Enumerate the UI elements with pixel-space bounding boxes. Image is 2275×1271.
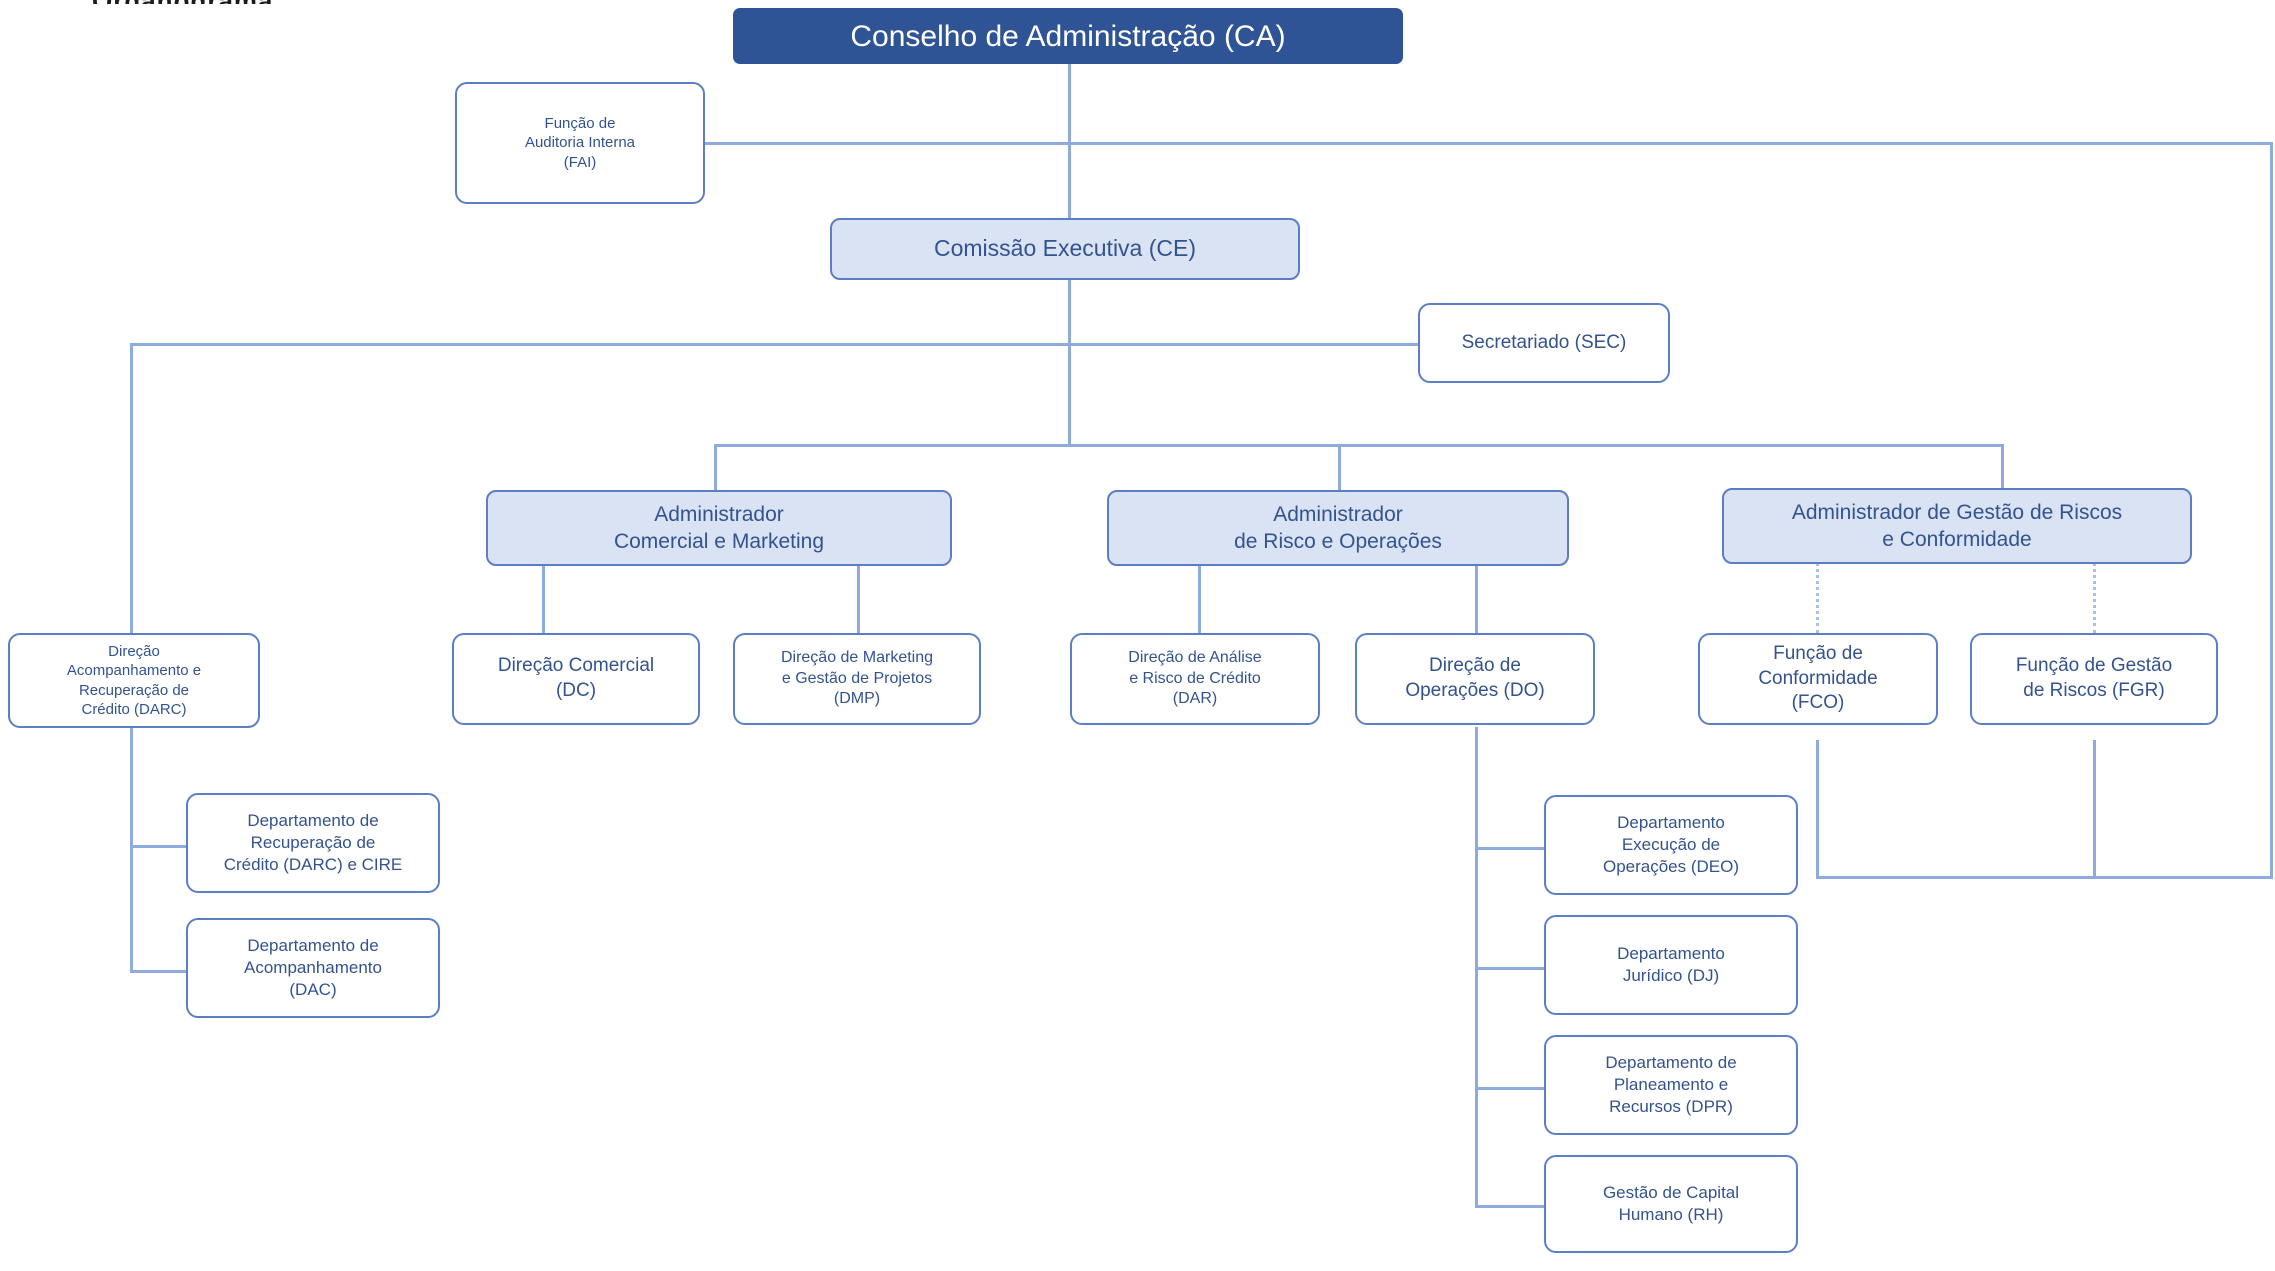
node-funcao-gestao-riscos[interactable]: Função de Gestão de Riscos (FGR) xyxy=(1970,633,2218,725)
connector-admcom-to-dc xyxy=(542,565,545,633)
node-label: Administrador de Gestão de Riscos e Conf… xyxy=(1791,500,2123,551)
node-comissao-executiva[interactable]: Comissão Executiva (CE) xyxy=(830,218,1300,280)
node-administrador-comercial-marketing[interactable]: Administrador Comercial e Marketing xyxy=(486,490,952,566)
node-direcao-analise-risco-credito[interactable]: Direção de Análise e Risco de Crédito (D… xyxy=(1070,633,1320,725)
node-direcao-acompanhamento-recuperacao-credito[interactable]: Direção Acompanhamento e Recuperação de … xyxy=(8,633,260,728)
connector-darc-to-drccire xyxy=(130,845,188,848)
node-label: Departamento Execução de Operações (DEO) xyxy=(1602,812,1740,877)
connector-do-to-rh xyxy=(1475,1205,1546,1208)
connector-darc-to-dac xyxy=(130,970,188,973)
node-direcao-operacoes[interactable]: Direção de Operações (DO) xyxy=(1355,633,1595,725)
node-label: Função de Conformidade (FCO) xyxy=(1758,642,1878,714)
node-departamento-acompanhamento[interactable]: Departamento de Acompanhamento (DAC) xyxy=(186,918,440,1018)
connector-admrisco-to-do xyxy=(1475,565,1478,633)
connector-darc-spine xyxy=(130,727,133,973)
node-label: Direção Comercial (DC) xyxy=(497,655,655,701)
node-direcao-marketing-gestao-projetos[interactable]: Direção de Marketing e Gestão de Projeto… xyxy=(733,633,981,725)
node-label: Função de Auditoria Interna (FAI) xyxy=(524,114,636,171)
connector-admgestao-to-fco-dotted xyxy=(1816,562,1819,634)
connector-admrisco-to-dar xyxy=(1198,565,1201,633)
node-administrador-gestao-riscos-conformidade[interactable]: Administrador de Gestão de Riscos e Conf… xyxy=(1722,488,2192,564)
node-label: Departamento de Acompanhamento (DAC) xyxy=(244,935,382,1000)
node-label: Direção de Operações (DO) xyxy=(1405,655,1545,701)
node-departamento-planeamento-recursos[interactable]: Departamento de Planeamento e Recursos (… xyxy=(1544,1035,1798,1135)
node-label: Direção de Marketing e Gestão de Projeto… xyxy=(780,648,934,708)
node-label: Conselho de Administração (CA) xyxy=(850,19,1286,53)
node-label: Gestão de Capital Humano (RH) xyxy=(1602,1182,1740,1224)
node-label: Departamento de Recuperação de Crédito (… xyxy=(223,810,403,875)
connector-admgestao-to-fgr-dotted xyxy=(2093,562,2096,634)
connector-do-to-dpr xyxy=(1475,1087,1546,1090)
node-conselho-administracao[interactable]: Conselho de Administração (CA) xyxy=(733,8,1403,64)
node-secretariado[interactable]: Secretariado (SEC) xyxy=(1418,303,1670,383)
node-funcao-conformidade[interactable]: Função de Conformidade (FCO) xyxy=(1698,633,1938,725)
connector-ca-to-ce xyxy=(1068,60,1071,220)
cropped-title-remnant: Organograma xyxy=(92,0,272,4)
connector-fai-rail-bottom xyxy=(1816,876,2273,879)
node-administrador-risco-operacoes[interactable]: Administrador de Risco e Operações xyxy=(1107,490,1569,566)
connector-admin-stem-comercial xyxy=(714,444,717,490)
connector-fai-rail-horizontal xyxy=(703,142,2273,145)
node-direcao-comercial[interactable]: Direção Comercial (DC) xyxy=(452,633,700,725)
node-departamento-execucao-operacoes[interactable]: Departamento Execução de Operações (DEO) xyxy=(1544,795,1798,895)
node-label: Administrador Comercial e Marketing xyxy=(613,502,825,553)
connector-sec-rail xyxy=(130,343,1418,346)
connector-left-rail-to-darc xyxy=(130,343,133,633)
connector-ce-spine xyxy=(1068,278,1071,444)
connector-fgr-to-fai-rail xyxy=(2093,740,2096,879)
node-label: Direção de Análise e Risco de Crédito (D… xyxy=(1128,648,1262,708)
connector-do-to-dj xyxy=(1475,967,1546,970)
connector-do-to-deo xyxy=(1475,847,1546,850)
connector-fco-to-fai-rail xyxy=(1816,740,1819,879)
node-departamento-recuperacao-credito-cire[interactable]: Departamento de Recuperação de Crédito (… xyxy=(186,793,440,893)
connector-admin-rail xyxy=(714,444,2004,447)
node-label: Comissão Executiva (CE) xyxy=(933,235,1197,262)
connector-admin-stem-gestao xyxy=(2001,444,2004,490)
connector-admcom-to-dmp xyxy=(857,565,860,633)
node-departamento-juridico[interactable]: Departamento Jurídico (DJ) xyxy=(1544,915,1798,1015)
connector-fai-rail-vertical-right xyxy=(2270,142,2273,879)
node-label: Função de Gestão de Riscos (FGR) xyxy=(2015,655,2173,701)
connector-admin-stem-risco xyxy=(1338,444,1341,490)
node-gestao-capital-humano[interactable]: Gestão de Capital Humano (RH) xyxy=(1544,1155,1798,1253)
node-label: Direção Acompanhamento e Recuperação de … xyxy=(66,642,202,719)
node-label: Administrador de Risco e Operações xyxy=(1234,502,1442,553)
node-funcao-auditoria-interna[interactable]: Função de Auditoria Interna (FAI) xyxy=(455,82,705,204)
node-label: Secretariado (SEC) xyxy=(1461,331,1627,353)
node-label: Departamento de Planeamento e Recursos (… xyxy=(1605,1052,1737,1117)
node-label: Departamento Jurídico (DJ) xyxy=(1617,943,1725,985)
